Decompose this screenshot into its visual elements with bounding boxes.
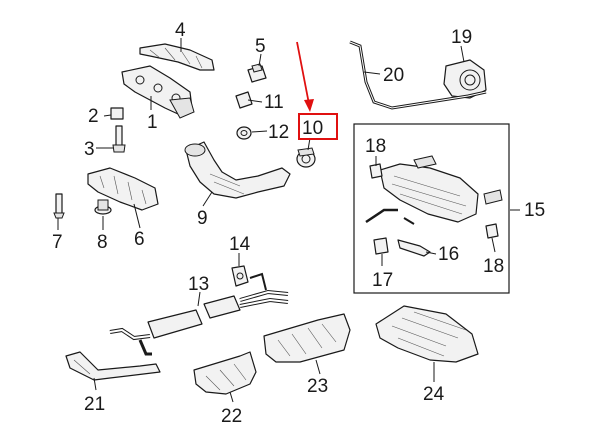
- callout-14: 14: [229, 234, 251, 255]
- part-insulator-14: [231, 265, 249, 287]
- part-bracket-16: [397, 239, 431, 257]
- callout-18a: 18: [365, 136, 386, 157]
- part-exhaust-manifold: [121, 65, 195, 119]
- callout-8: 8: [97, 232, 108, 253]
- callout-17: 17: [372, 270, 393, 291]
- part-shield-22: [193, 351, 257, 395]
- part-stud-11: [235, 91, 253, 109]
- part-nut-12: [236, 126, 252, 140]
- part-stud: [112, 125, 126, 153]
- callout-3: 3: [84, 139, 95, 160]
- highlight-arrow: [296, 41, 314, 112]
- part-catalytic-converter: [184, 141, 291, 199]
- part-shield-21: [65, 351, 161, 381]
- part-clamp-10: [296, 147, 316, 168]
- callout-16: 16: [438, 244, 459, 265]
- callout-21: 21: [84, 394, 105, 415]
- callout-12: 12: [268, 122, 289, 143]
- callout-22: 22: [221, 406, 242, 427]
- part-shield-24: [375, 305, 479, 363]
- part-heat-shield-upper: [139, 43, 215, 71]
- part-15-group-box: [353, 123, 510, 294]
- part-intermediate-pipe: [109, 272, 289, 356]
- callout-18b: 18: [483, 256, 504, 277]
- part-bolt-washer: [94, 199, 112, 215]
- callout-9: 9: [197, 208, 208, 229]
- callout-7: 7: [52, 232, 63, 253]
- callout-11: 11: [264, 92, 284, 113]
- callout-2: 2: [88, 106, 99, 127]
- callout-20: 20: [383, 65, 404, 86]
- callout-4: 4: [175, 20, 186, 41]
- callout-13: 13: [188, 274, 209, 295]
- callout-10: 10: [302, 118, 323, 139]
- leader-lines: [57, 38, 520, 403]
- callout-24: 24: [423, 384, 445, 405]
- callout-23: 23: [307, 376, 328, 397]
- part-isolator-18a: [369, 163, 383, 179]
- part-heat-shield-lower: [87, 167, 159, 211]
- callout-1: 1: [147, 112, 158, 133]
- part-bolt-long: [53, 193, 65, 219]
- part-rear-muffler: [365, 155, 503, 225]
- callout-15: 15: [524, 200, 545, 221]
- callout-6: 6: [134, 229, 145, 250]
- part-isolator-17: [373, 237, 389, 255]
- callout-19: 19: [451, 27, 472, 48]
- part-gasket: [110, 107, 124, 120]
- part-bolt-5: [247, 63, 267, 83]
- part-hanger-rod: [349, 40, 487, 110]
- callout-5: 5: [255, 36, 266, 57]
- part-isolator-18b: [485, 223, 499, 239]
- callout-labels: 1 2 3 4 5 6 7 8 9 10 11 12 13 14 15 16 1…: [52, 20, 545, 427]
- highlight-box: [298, 113, 338, 140]
- part-shield-23: [263, 313, 351, 363]
